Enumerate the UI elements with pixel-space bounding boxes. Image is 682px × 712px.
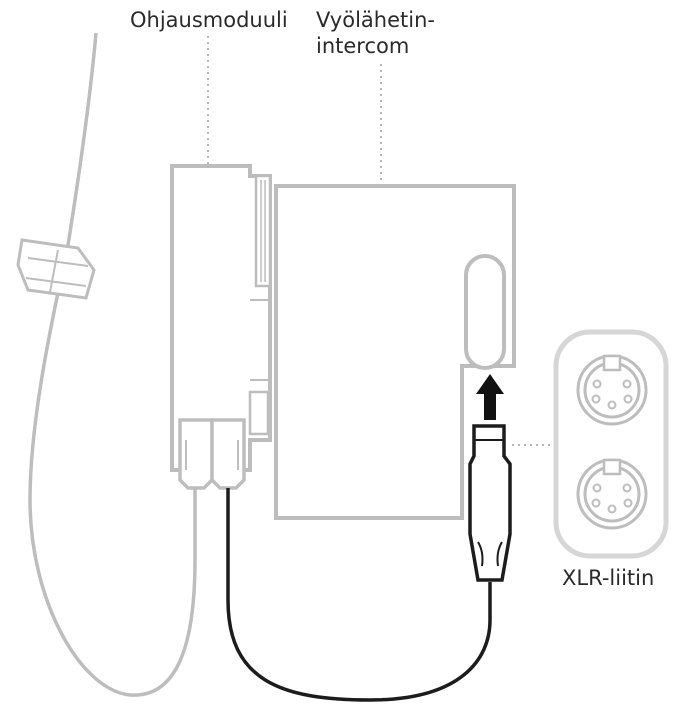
- belt-intercom-label-line1: Vyölähetin-: [316, 8, 435, 32]
- control-module-plug-left: [178, 418, 214, 490]
- xlr-connector-icon: [576, 354, 648, 426]
- up-arrow-icon: [476, 374, 504, 420]
- xlr-connector-label: XLR-liitin: [562, 566, 655, 590]
- belt-pack-intercom: [274, 184, 516, 520]
- xlr-cable: [226, 488, 492, 702]
- headset-cable: [28, 32, 197, 697]
- control-module-label: Ohjausmoduuli: [130, 8, 288, 32]
- xlr-connector-icon: [576, 458, 648, 530]
- belt-intercom-label-line2: intercom: [316, 34, 410, 58]
- control-module-plug-right: [210, 418, 246, 490]
- xlr-detail-panel: [553, 329, 669, 559]
- belt-clip-slot: [464, 254, 506, 370]
- xlr-plug: [468, 424, 512, 582]
- cable-clip-icon: [16, 238, 96, 300]
